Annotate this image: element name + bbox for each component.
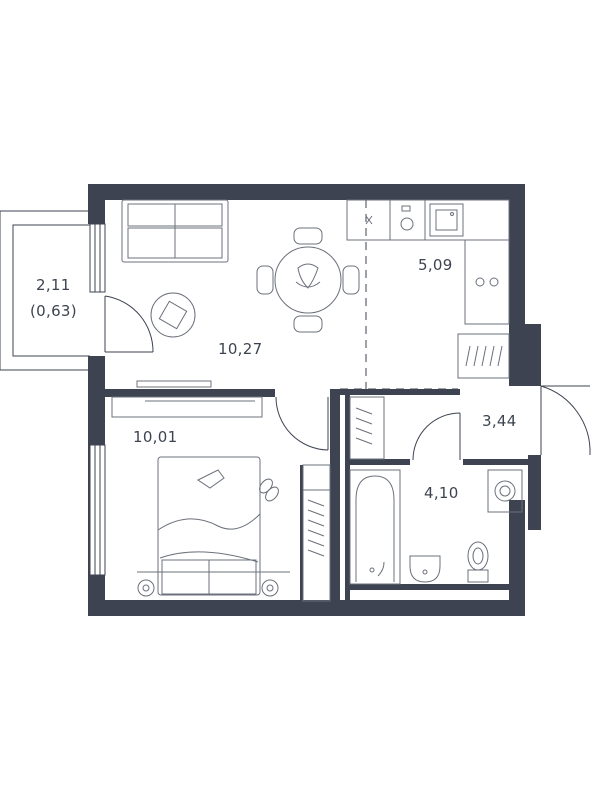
hall-area-label: 3,44	[482, 412, 517, 430]
coffee-table-icon	[150, 292, 196, 338]
balcony-area-label: 2,11	[36, 276, 71, 294]
bedroom-door	[275, 396, 329, 451]
zone-boundary	[340, 200, 458, 390]
kitchen-area-label: 5,09	[418, 256, 453, 274]
toilet-icon	[467, 541, 489, 583]
window-bedroom	[89, 444, 106, 576]
nightstands	[137, 571, 290, 597]
window-balcony	[89, 223, 106, 293]
bathtub-icon	[349, 469, 401, 585]
living-area-label: 10,27	[218, 340, 263, 358]
sofa-icon	[121, 199, 229, 263]
closet-small	[349, 396, 385, 460]
balcony-door	[104, 295, 154, 353]
entrance-door	[540, 385, 591, 456]
bedroom-wardrobe	[302, 464, 331, 602]
bathroom-door	[412, 412, 461, 461]
balcony	[0, 210, 90, 371]
interior-walls	[105, 389, 529, 601]
washing-machine-icon	[487, 469, 523, 513]
balcony-reduced-area-label: (0,63)	[30, 302, 77, 320]
hall-wardrobe	[457, 333, 510, 379]
bed-icon	[157, 456, 261, 596]
tv-console	[111, 380, 263, 418]
outer-walls	[88, 184, 541, 616]
bedroom-area-label: 10,01	[133, 428, 178, 446]
slippers-icon	[259, 478, 279, 502]
kitchen-counter	[346, 199, 510, 325]
sink-icon	[409, 555, 441, 583]
dining-table-icon	[256, 227, 360, 333]
bathroom-area-label: 4,10	[424, 484, 459, 502]
